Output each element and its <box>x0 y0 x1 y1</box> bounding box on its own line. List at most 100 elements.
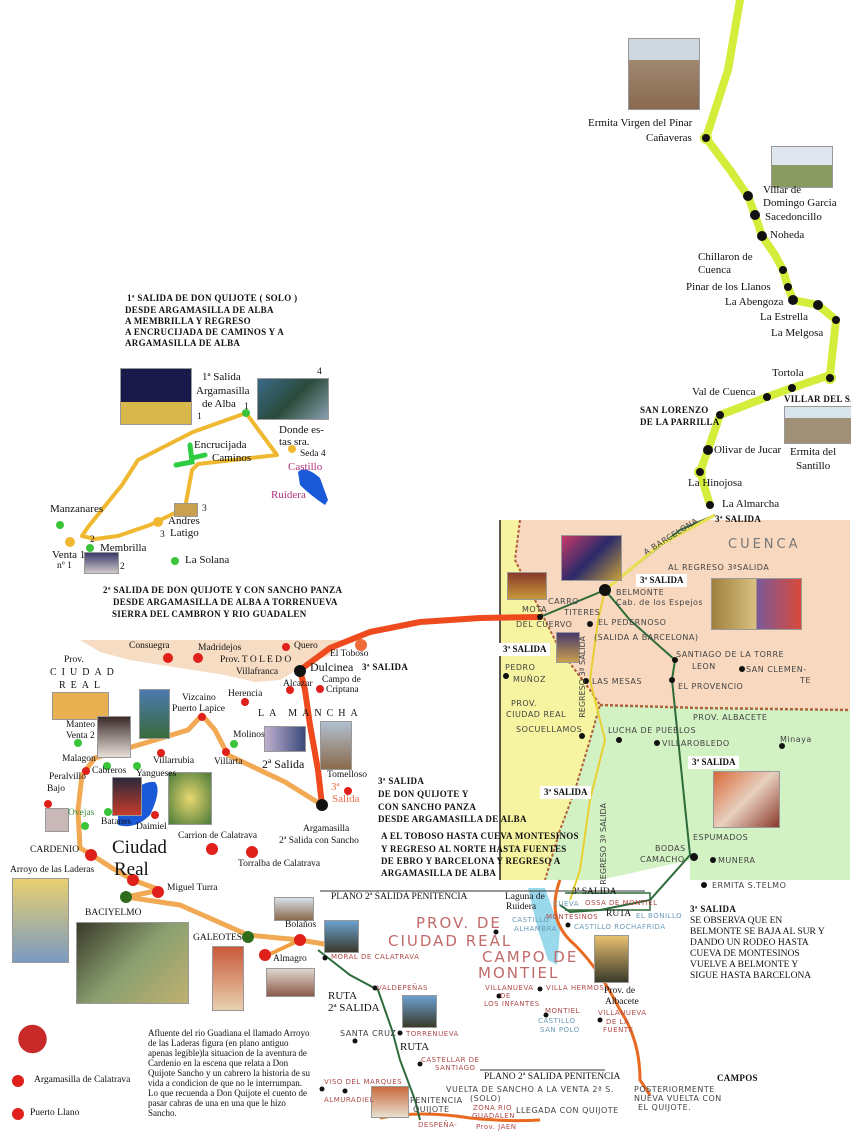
third-salida-north-pinar-llanos-label: Pinar de los Llanos <box>686 281 771 293</box>
cuenca-map-al-regreso-label: AL REGRESO 3ªSALIDA <box>668 563 770 572</box>
plano-posterior1-label: POSTERIORMENTE <box>634 1085 715 1094</box>
cuenca-map-provencio-label: EL PROVENCIO <box>678 682 744 691</box>
third-salida-north-abengoza-label: La Abengoza <box>725 296 784 308</box>
plano-prov-albacete2-label: Albacete <box>605 997 639 1007</box>
third-salida-north-estrella-label: La Estrella <box>760 311 808 323</box>
cuenca-map-salida-barcelona-label: (SALIDA A BARCELONA) <box>594 633 699 642</box>
second-salida-la-mancha-label: LA MANCHA <box>258 708 363 719</box>
plano-ruta-label: RUTA <box>328 990 358 1002</box>
plano-cueva-label: CUEVA <box>553 900 580 908</box>
third-salida-text-lines-1-label: DE DON QUIJOTE Y <box>378 789 469 799</box>
route-penitencia <box>317 949 421 1121</box>
first-salida-argamasilla-label: Argamasilla <box>196 385 250 397</box>
first-salida-ruidera-label: Ruidera <box>271 489 306 501</box>
third-salida-text-lines-0-label: 3ª SALIDA <box>378 776 425 786</box>
first-salida-donde-label: Donde es- <box>279 424 324 436</box>
third-salida-north-olivar-label: Olivar de Jucar <box>714 444 782 456</box>
third-salida-note-lines-0-label: SE OBSERVA QUE EN <box>690 916 783 926</box>
plano-campos-label: CAMPOS <box>717 1073 758 1083</box>
green-stops <box>74 739 238 830</box>
cuenca-map-prov-albacete-label: PROV. ALBACETE <box>693 713 768 722</box>
plano-montesinos-label: MONTESINOS <box>546 913 599 921</box>
cuenca-map-regreso2-label: REGRESO 3ª SALIDA <box>599 803 608 885</box>
third-salida-north-cuenca-label: Cuenca <box>698 264 731 276</box>
second-salida-galeotes-label: GALEOTES <box>193 933 243 943</box>
first-salida-n4-label: 4 <box>317 367 322 377</box>
afluente-note: Afluente del rio Guadiana el llamado Arr… <box>148 1028 310 1118</box>
second-salida-salida2-label: 2ª Salida <box>262 757 305 771</box>
second-salida-salida-sancho-label: 2ª Salida con Sancho <box>279 836 359 846</box>
second-salida-carrion-label: Carrion de Calatrava <box>178 831 258 841</box>
third-salida-north-val-cuenca-label: Val de Cuenca <box>692 386 756 398</box>
picture-montesinos <box>594 935 629 983</box>
second-salida-ovejas-label: Ovejas <box>68 808 95 818</box>
laguna-ruidera <box>528 888 560 965</box>
second-salida-villafranca-label: Villafranca <box>236 667 279 677</box>
second-salida-puerto-lapice-label: Puerto Lapice <box>172 704 226 714</box>
plano-llegada-label: LLEGADA CON QUIJOTE <box>516 1106 619 1115</box>
first-salida-seda-label: Seda 4 <box>300 449 326 459</box>
third-salida-note-lines-2-label: DANDO UN RODEO HASTA <box>690 938 809 948</box>
first-salida-membrilla-label: Membrilla <box>100 542 147 554</box>
second-salida-daimiel-label: Daimiel <box>136 822 167 832</box>
cuenca-map-cuenca-label: CUENCA <box>728 537 801 552</box>
plano-viso-label: VISO DEL MARQUES <box>324 1078 403 1086</box>
cuenca-map-espumados-label: ESPUMADOS <box>693 833 749 842</box>
second-salida-criptana-label: Criptana <box>326 685 359 695</box>
cuenca-map-del-cuervo-label: DEL CUERVO <box>516 620 573 629</box>
cuenca-map-camacho-label: CAMACHO <box>640 855 685 864</box>
first-salida-title-lines-3-label: A ENCRUCIJADA DE CAMINOS Y A <box>125 327 284 337</box>
legend-items-1-label-label: Puerto Llano <box>30 1108 80 1118</box>
plano-ciudad-real-label: CIUDAD REAL <box>388 932 513 950</box>
cuenca-map-prov-cr1-label: PROV. <box>511 699 538 708</box>
cuenca-map-te-label: TE <box>800 676 811 685</box>
second-salida-malagon-label: Malagon <box>62 754 96 764</box>
plano-penitencia2-label: QUIJOTE <box>413 1105 450 1114</box>
third-salida-north-melgosa-label: La Melgosa <box>771 327 824 339</box>
second-salida-madridejos-label: Madridejos <box>198 643 242 653</box>
first-salida-title-lines-2-label: A MEMBRILLA Y REGRESO <box>125 316 251 326</box>
cuenca-map-salida-c-label: 3ª SALIDA <box>688 756 740 769</box>
plano-villanueva-fuente1-label: VILLANUEVA <box>598 1009 647 1017</box>
toledo-region <box>80 640 345 682</box>
third-salida-text-lines2-2-label: DE EBRO Y BARCELONA Y REGRESO A <box>381 856 561 866</box>
second-salida-consuegra-label: Consuegra <box>129 641 170 651</box>
second-salida-batanes-label: Batanes <box>101 817 132 827</box>
picture-manteo <box>52 692 109 720</box>
plano-prov-albacete1-label: Prov. de <box>604 986 636 996</box>
plano-villa-hermosa-label: VILLA HERMOSA <box>546 984 610 992</box>
first-salida-salida-label: 1ª Salida <box>202 371 241 383</box>
route-regreso <box>569 589 607 901</box>
picture-cardenio <box>12 878 69 963</box>
route-montesinos-box <box>565 892 651 911</box>
first-salida-title-lines-1-label: DESDE ARGAMASILLA DE ALBA <box>125 305 274 315</box>
second-salida-title-lines-2-label: SIERRA DEL CAMBRON Y RIO GUADALEN <box>112 609 307 619</box>
cuenca-map-pedro-label: PEDRO <box>505 663 536 672</box>
cuenca-map-leon-label: LEON <box>692 662 716 671</box>
cuenca-map-carro-label: CARRO <box>548 597 579 606</box>
third-salida-north-canaveras-label: Cañaveras <box>646 132 692 144</box>
second-salida-venta2-label: Venta 2 <box>66 731 95 741</box>
second-salida-prov-label: Prov. <box>64 655 84 665</box>
second-salida-torralba-label: Torralba de Calatrava <box>238 859 321 869</box>
third-salida-north-villar-saz-label: VILLAR DEL SAZ <box>784 394 851 404</box>
second-salida-ciudad-label: CIUDAD <box>50 667 119 678</box>
plano-zona2-label: GUADALEN <box>472 1112 515 1120</box>
third-salida-north-noheda-label: Noheda <box>770 229 805 241</box>
plano-vuelta2-label: (SOLO) <box>470 1094 502 1103</box>
plano-santa-cruz-label: SANTA CRUZ <box>340 1029 397 1038</box>
second-salida-stops <box>12 639 367 1120</box>
province-border-albacete <box>599 703 851 712</box>
route-2a-salida <box>75 712 331 948</box>
second-salida-arroyo-label: Arroyo de las Laderas <box>10 865 95 875</box>
second-salida-salida3b-2-label: Salida <box>332 793 360 805</box>
second-salida-title-lines-1-label: DESDE ARGAMASILLA DE ALBA A TORRENUEVA <box>113 597 338 607</box>
north-stops <box>694 132 840 509</box>
third-salida-north-santillo-label: Santillo <box>796 460 831 472</box>
plano-bonillo-label: EL BONILLO <box>636 912 683 920</box>
route-belmonte-south <box>559 589 692 914</box>
second-salida-toboso-label: El Toboso <box>330 649 369 659</box>
first-salida-tas-label: tas sra. <box>279 436 310 448</box>
first-salida-stops <box>56 409 296 565</box>
